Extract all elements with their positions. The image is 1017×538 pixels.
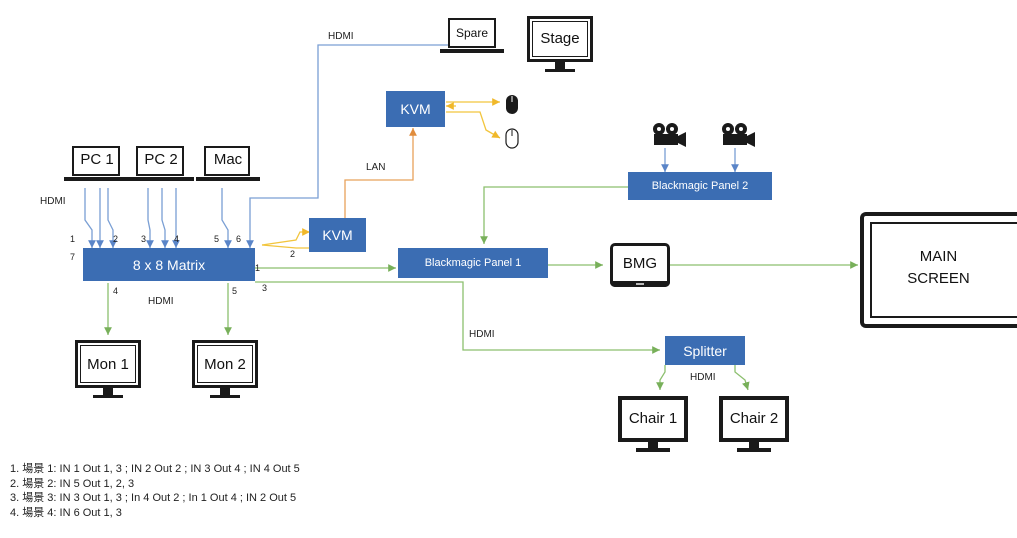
port-1: 1 [70,234,76,244]
hdmi-label-mid: HDMI [469,329,495,340]
matrix-switcher-box: 8 x 8 Matrix [83,248,255,281]
port-out-3: 3 [262,283,268,293]
port-2: 2 [113,234,119,244]
hdmi-label-top: HDMI [328,31,354,42]
mouse-white-icon [505,128,519,149]
camera-wires [661,148,739,172]
mac-label: Mac [213,151,243,168]
output-wires [104,186,858,391]
lan-wire [344,128,417,220]
blackmagic-panel-1-box: Blackmagic Panel 1 [398,248,548,278]
hdmi-label-splitter: HDMI [690,372,716,383]
stage-label: Stage [540,30,580,47]
chair1-label: Chair 1 [628,410,678,427]
hdmi-label-left: HDMI [40,196,66,207]
blackmagic-panel-2-box: Blackmagic Panel 2 [628,172,772,200]
port-out-5: 5 [232,286,238,296]
port-5: 5 [214,234,220,244]
pc1-label: PC 1 [80,151,114,168]
scene-note-3: 3. 場景 3: IN 3 Out 1, 3 ; In 4 Out 2 ; In… [10,492,297,504]
mon1-monitor: Mon 1 [75,340,141,400]
port-3: 3 [141,234,147,244]
port-7: 7 [70,252,76,262]
main-screen-line2: SCREEN [907,270,970,287]
scene-note-2: 2. 場景 2: IN 5 Out 1, 2, 3 [10,477,135,490]
splitter-box: Splitter [665,336,745,365]
port-out-1: 1 [255,263,261,273]
camera-1-icon [653,123,686,147]
chair1-monitor: Chair 1 [618,396,688,454]
lan-label: LAN [366,162,386,173]
main-screen-line1: MAIN [919,248,958,265]
mon2-label: Mon 2 [204,356,246,373]
chair2-label: Chair 2 [729,410,779,427]
scene-note-4: 4. 場景 4: IN 6 Out 1, 3 [10,506,122,519]
spare-laptop: Spare [440,18,504,58]
mouse-black-icon [506,95,518,114]
mon1-label: Mon 1 [87,356,129,373]
chair2-monitor: Chair 2 [719,396,789,454]
port-kvm-2: 2 [290,249,296,259]
hdmi-label-bottom: HDMI [148,296,174,307]
input-wires [84,44,455,248]
bmg-label: BMG [622,255,658,272]
kvm-top-box: KVM [386,91,445,127]
pc1-laptop: PC 1 [64,146,130,188]
camera-2-icon [722,123,755,147]
stage-monitor: Stage [527,16,593,74]
kvm-mid-box: KVM [309,218,366,252]
pc2-label: PC 2 [144,151,178,168]
mon2-monitor: Mon 2 [192,340,258,400]
main-screen: MAIN SCREEN [860,212,1017,328]
bmg-device: BMG [610,243,670,289]
port-6: 6 [236,234,242,244]
scene-note-1: 1. 場景 1: IN 1 Out 1, 3 ; IN 2 Out 2 ; IN… [10,463,300,475]
mac-laptop: Mac [196,146,260,188]
port-4: 4 [174,234,180,244]
spare-label: Spare [455,26,489,40]
scene-notes: 1. 場景 1: IN 1 Out 1, 3 ; IN 2 Out 2 ; IN… [10,462,300,520]
kvm-control-wires [261,98,501,249]
port-out-4: 4 [113,286,119,296]
pc2-laptop: PC 2 [128,146,194,188]
